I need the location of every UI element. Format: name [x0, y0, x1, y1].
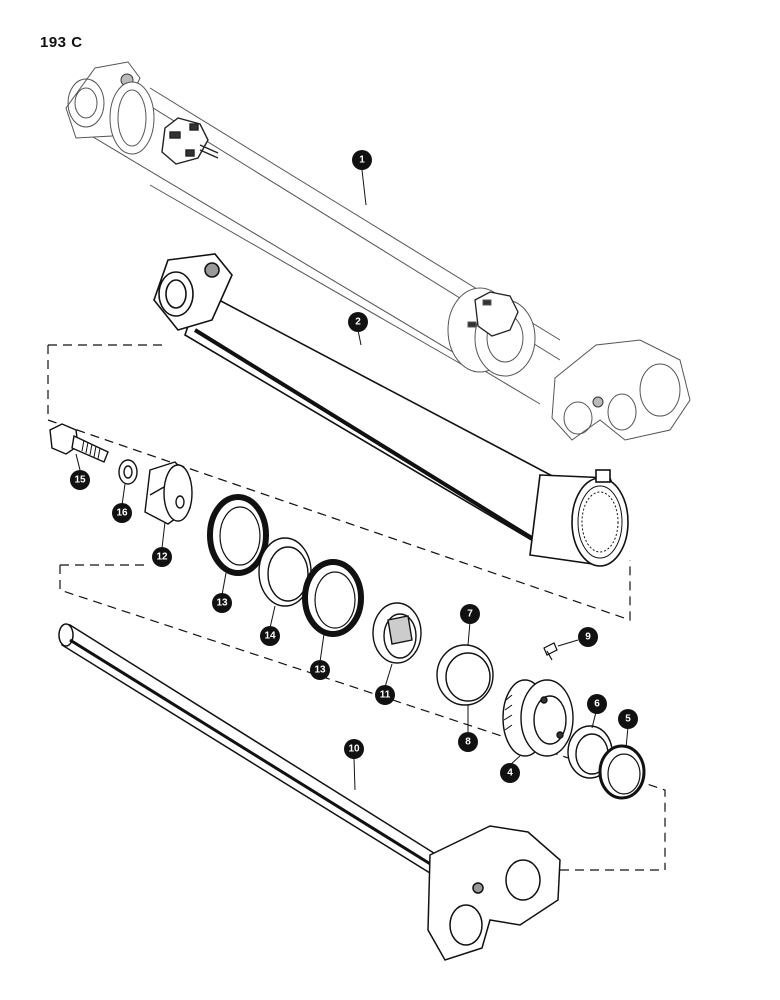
callout-label: 9 [585, 632, 591, 643]
callout-5: 5 [618, 709, 638, 729]
callout-label: 8 [465, 737, 471, 748]
dashed-group-outline [47, 344, 666, 871]
callout-7: 7 [460, 604, 480, 624]
callout-16: 16 [112, 503, 132, 523]
piston-seal [302, 559, 364, 637]
bolt [49, 423, 109, 463]
callout-label: 5 [625, 714, 631, 725]
callout-14: 14 [260, 626, 280, 646]
callout-1: 1 [352, 150, 372, 170]
wear-ring [258, 537, 312, 607]
piston-rod [58, 623, 561, 961]
callout-label: 6 [594, 699, 600, 710]
callout-label: 7 [467, 609, 473, 620]
callout-label: 15 [74, 475, 86, 486]
callout-label: 1 [359, 155, 365, 166]
callout-15: 15 [70, 470, 90, 490]
cylinder-barrel [153, 253, 629, 567]
gland [502, 679, 574, 757]
callout-8: 8 [458, 732, 478, 752]
callout-9: 9 [578, 627, 598, 647]
callout-10: 10 [344, 739, 364, 759]
o-ring [436, 644, 494, 706]
leader-lines [75, 169, 629, 791]
callout-label: 14 [264, 631, 276, 642]
callout-label: 16 [116, 508, 128, 519]
callout-13: 13 [310, 660, 330, 680]
callout-12: 12 [152, 547, 172, 567]
callout-label: 13 [314, 665, 326, 676]
callout-2: 2 [348, 312, 368, 332]
bushing [372, 602, 422, 664]
callout-label: 4 [507, 768, 513, 779]
callout-6: 6 [587, 694, 607, 714]
callout-13: 13 [212, 593, 232, 613]
callout-label: 11 [380, 690, 391, 701]
washer [118, 459, 138, 485]
callout-label: 10 [348, 744, 360, 755]
callout-label: 13 [216, 598, 228, 609]
set-screw [543, 642, 558, 661]
piston [144, 461, 193, 525]
callout-label: 12 [156, 552, 168, 563]
page-number: 193 C [40, 34, 83, 51]
callout-label: 2 [355, 317, 361, 328]
piston-seal [207, 494, 269, 576]
cylinder-assembly-phantom [65, 61, 691, 441]
callout-11: 11 [375, 685, 395, 705]
callout-4: 4 [500, 763, 520, 783]
wiper-seal [598, 744, 646, 800]
